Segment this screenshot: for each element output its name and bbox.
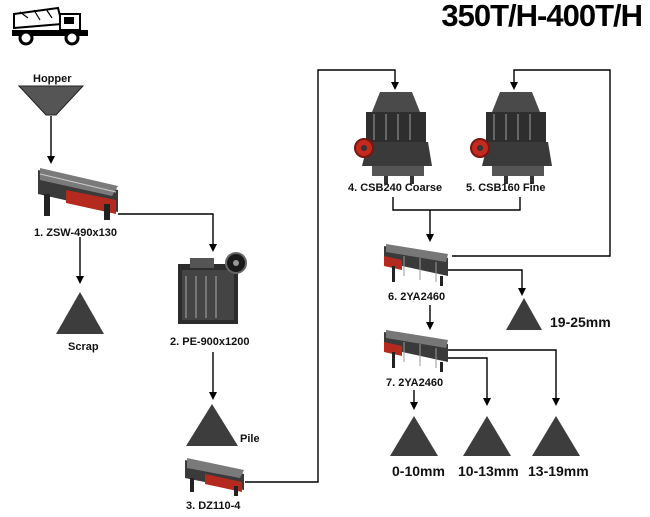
- hopper-icon: [17, 85, 85, 116]
- scrap-label: Scrap: [68, 341, 99, 353]
- dz-feeder-icon: [185, 458, 244, 496]
- fine-crusher-label: 5. CSB160 Fine: [466, 182, 545, 194]
- pile-label: Pile: [240, 433, 260, 445]
- vibrating-feeder-icon: [38, 168, 118, 220]
- product-pile-10-13-icon: [463, 416, 511, 456]
- jaw-crusher-icon: [178, 252, 247, 324]
- product-19-25-label: 19-25mm: [550, 314, 611, 330]
- cone-crusher-fine-icon: [470, 92, 552, 184]
- screen-1-label: 6. 2YA2460: [388, 291, 445, 303]
- product-pile-19-25-icon: [506, 298, 542, 330]
- connectors: [47, 69, 611, 483]
- truck-logo-icon: [12, 6, 88, 46]
- hopper-label: Hopper: [33, 73, 72, 85]
- product-13-19-label: 13-19mm: [528, 463, 589, 479]
- product-0-10-label: 0-10mm: [392, 463, 445, 479]
- stockpile-icon: [186, 404, 238, 446]
- product-pile-0-10-icon: [390, 416, 438, 456]
- coarse-crusher-label: 4. CSB240 Coarse: [348, 182, 442, 194]
- feeder-label: 1. ZSW-490x130: [34, 227, 117, 239]
- jaw-crusher-label: 2. PE-900x1200: [170, 336, 250, 348]
- product-pile-13-19-icon: [532, 416, 580, 456]
- screen-2-label: 7. 2YA2460: [386, 377, 443, 389]
- page-title: 350T/H-400T/H: [441, 0, 642, 33]
- scrap-pile-icon: [56, 292, 104, 334]
- product-10-13-label: 10-13mm: [458, 463, 519, 479]
- vibrating-screen-2-icon: [384, 330, 448, 372]
- cone-crusher-coarse-icon: [354, 92, 432, 184]
- vibrating-screen-1-icon: [384, 244, 448, 286]
- dz-feeder-label: 3. DZ110-4: [186, 500, 241, 512]
